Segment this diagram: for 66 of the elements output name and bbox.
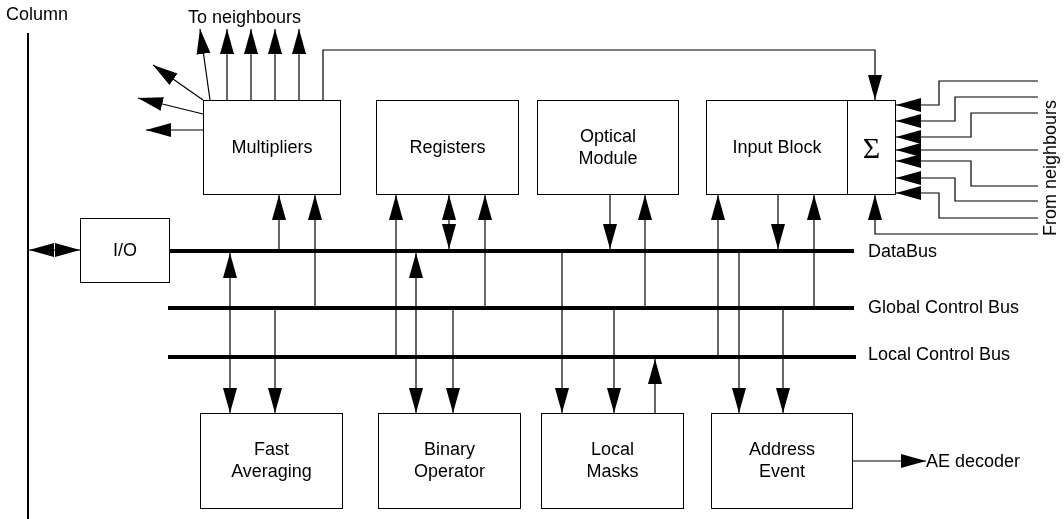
block-label: Fast Averaging	[230, 439, 313, 483]
arrow	[895, 96, 1039, 128]
summation-box	[847, 100, 896, 195]
block-label: Local Masks	[585, 439, 640, 483]
block-label: Binary Operator	[412, 439, 486, 483]
arrow	[603, 194, 617, 250]
arrow	[409, 252, 423, 414]
arrow	[895, 143, 1039, 157]
block-box	[378, 413, 521, 509]
arrow	[807, 194, 821, 307]
arrow	[272, 194, 286, 250]
arrow	[895, 154, 1039, 187]
text-label: To neighbours	[188, 5, 338, 29]
arrow	[137, 97, 204, 115]
arrow	[852, 454, 927, 468]
block-box	[537, 100, 679, 195]
block-label: Optical Module	[577, 125, 639, 170]
block-box	[706, 100, 848, 195]
bus-label: Global Control Bus	[868, 297, 1020, 318]
bus-label: Column	[6, 4, 69, 25]
block-label: Registers	[409, 136, 486, 159]
block-label: I/O	[113, 239, 137, 262]
arrow	[389, 194, 403, 356]
arrow	[648, 358, 662, 414]
side-label: From neighbours	[1038, 56, 1062, 236]
arrow	[555, 252, 569, 414]
arrow	[895, 80, 1039, 112]
arrow	[244, 28, 258, 101]
arrow	[268, 28, 282, 101]
sigma-symbol: Σ	[862, 129, 881, 166]
arrow	[732, 252, 746, 414]
arrow	[145, 123, 204, 137]
block-box	[711, 413, 853, 509]
arrow	[196, 28, 211, 101]
arrow	[322, 49, 882, 101]
arrow	[868, 194, 1039, 235]
block-box	[376, 100, 519, 195]
arrow	[711, 194, 725, 356]
block-label: Address Event	[747, 439, 816, 483]
arrow	[895, 186, 1039, 219]
arrow	[28, 243, 81, 257]
arrow	[442, 194, 456, 250]
text-label: AE decoder	[926, 449, 1056, 473]
arrow	[223, 252, 237, 414]
bus-label: DataBus	[868, 241, 938, 262]
arrow	[895, 112, 1039, 144]
block-box	[200, 413, 343, 509]
bus-label: Local Control Bus	[868, 344, 1011, 365]
arrow	[152, 64, 204, 101]
arrow	[638, 194, 652, 307]
arrow	[776, 309, 790, 414]
arrow	[268, 309, 282, 414]
column-line	[27, 33, 29, 519]
arrow	[220, 28, 234, 101]
arrow	[308, 194, 322, 307]
block-box	[541, 413, 684, 509]
arrow	[771, 194, 785, 250]
arrow	[446, 309, 460, 414]
block-box	[203, 100, 341, 195]
block-box	[80, 218, 170, 283]
arrow	[292, 28, 306, 101]
arrow	[478, 194, 492, 307]
block-label: Multipliers	[231, 136, 313, 159]
arrow	[895, 171, 1039, 202]
block-label: Input Block	[732, 136, 822, 159]
arrow	[607, 309, 621, 414]
